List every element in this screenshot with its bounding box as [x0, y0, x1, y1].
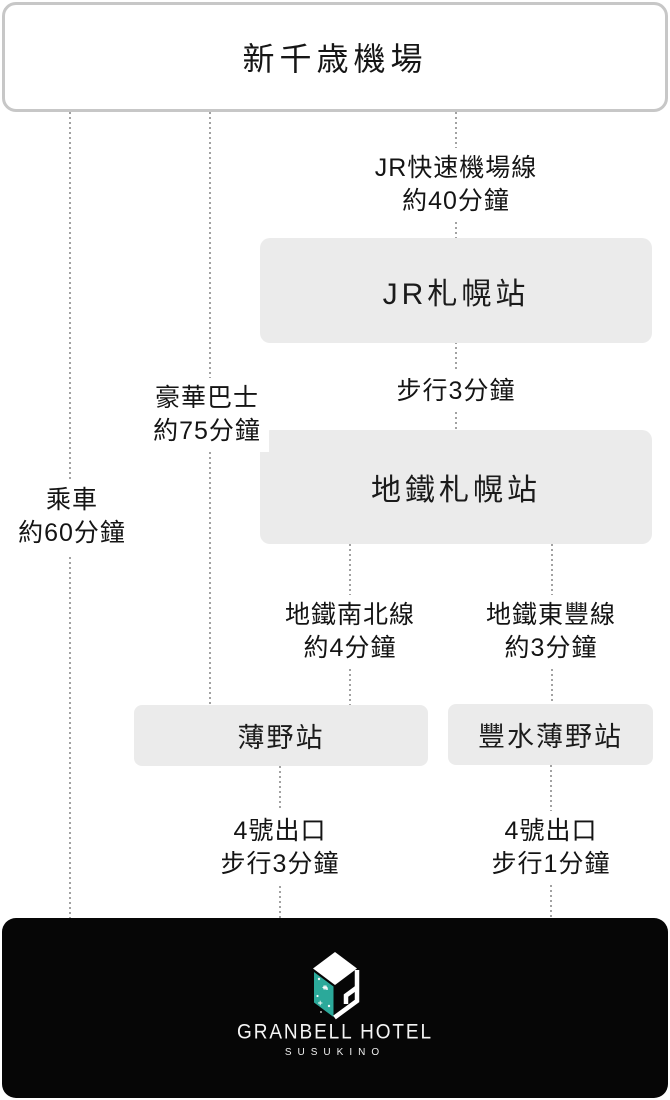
route-name: 4號出口 [504, 817, 598, 845]
route-name: 地鐵南北線 [284, 601, 416, 629]
route-label-exit-hosui: 4號出口 步行1分鐘 [483, 811, 619, 885]
route-name: 豪華巴士 [154, 384, 259, 412]
route-duration: 步行1分鐘 [491, 850, 611, 878]
hotel-node [2, 918, 668, 1098]
route-name: 地鐵東豐線 [485, 601, 617, 629]
metro-sapporo-station-node: 地鐵札幌站 [260, 430, 652, 544]
hotel-subname: SUSUKINO [284, 1047, 386, 1058]
route-label-toho-line: 地鐵東豐線 約3分鐘 [477, 595, 625, 669]
route-duration: 約60分鐘 [18, 519, 126, 547]
hotel-name: GRANBELL HOTEL [237, 1020, 433, 1044]
airport-node: 新千歳機場 [2, 2, 668, 112]
hosui-susukino-station-label: 豐水薄野站 [478, 722, 623, 752]
route-name: JR快速機場線 [374, 154, 538, 182]
route-name: 乘車 [45, 486, 98, 514]
route-name: 4號出口 [233, 817, 327, 845]
susukino-station-label: 薄野站 [237, 723, 325, 753]
route-duration: 約40分鐘 [402, 187, 510, 215]
route-label-walk-to-metro: 步行3分鐘 [388, 371, 524, 412]
metro-sapporo-station-label: 地鐵札幌站 [371, 474, 541, 507]
hosui-susukino-station-node: 豐水薄野站 [448, 704, 653, 765]
route-label-exit-susukino: 4號出口 步行3分鐘 [212, 811, 348, 885]
granbell-cube-logo-icon [313, 952, 360, 1020]
susukino-station-node: 薄野站 [134, 705, 428, 766]
route-duration: 約3分鐘 [504, 634, 598, 662]
jr-sapporo-station-node: JR札幌站 [260, 238, 652, 343]
route-label-limousine-bus: 豪華巴士 約75分鐘 [145, 378, 269, 452]
route-label-jr-rapid: JR快速機場線 約40分鐘 [366, 148, 546, 222]
route-name: 步行3分鐘 [396, 377, 516, 405]
route-duration: 約4分鐘 [303, 634, 397, 662]
route-duration: 約75分鐘 [153, 417, 261, 445]
jr-sapporo-station-label: JR札幌站 [382, 277, 530, 311]
route-label-namboku-line: 地鐵南北線 約4分鐘 [276, 595, 424, 669]
airport-label: 新千歳機場 [242, 41, 428, 77]
route-duration: 步行3分鐘 [220, 850, 340, 878]
route-label-car: 乘車 約60分鐘 [10, 480, 134, 554]
